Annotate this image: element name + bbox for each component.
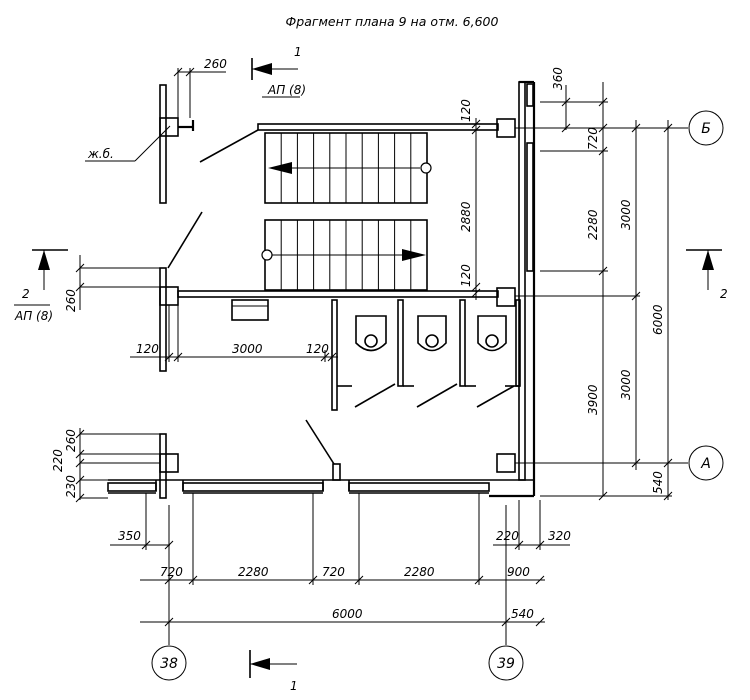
dim-left-bottom-230: 230 bbox=[64, 475, 78, 498]
upper-flight-start bbox=[420, 162, 432, 174]
dim-bottom-2280-b: 2280 bbox=[404, 565, 435, 579]
toilet-block bbox=[231, 299, 521, 481]
dim-left-bottom-220: 220 bbox=[51, 449, 65, 472]
basin bbox=[231, 299, 269, 321]
bottom-wall bbox=[107, 479, 534, 498]
column-a38 bbox=[159, 453, 179, 473]
section-left-number: 2 bbox=[22, 287, 30, 301]
stair-upper-flight bbox=[264, 132, 432, 204]
axis-marker-a: А bbox=[515, 445, 724, 481]
drawing-title: Фрагмент плана 9 на отм. 6,600 bbox=[286, 14, 499, 29]
dim-left-260: 260 bbox=[64, 289, 78, 312]
dim-right-3000-top: 3000 bbox=[619, 199, 633, 230]
section-mark-top: 1 АП (8) bbox=[251, 45, 306, 98]
axis-label-38: 38 bbox=[160, 656, 178, 672]
dim-bottom-6000: 6000 bbox=[332, 607, 363, 621]
dim-stair-120-top: 120 bbox=[459, 99, 473, 122]
right-outer-wall bbox=[518, 80, 536, 496]
axis-label-a: А bbox=[700, 456, 711, 472]
dim-stair-120-bottom: 120 bbox=[459, 264, 473, 287]
dim-bottom-720-b: 720 bbox=[322, 565, 345, 579]
dim-bottom-320: 320 bbox=[548, 529, 571, 543]
section-top-number: 1 bbox=[294, 45, 302, 59]
toilet-1 bbox=[355, 315, 387, 352]
dim-top-260: 260 bbox=[204, 57, 227, 71]
column-mid39 bbox=[496, 287, 516, 307]
dimension-lines bbox=[75, 67, 673, 627]
dim-mid-120-right: 120 bbox=[306, 342, 329, 356]
toilet-3 bbox=[477, 315, 507, 352]
dim-bottom-900: 900 bbox=[507, 565, 530, 579]
dim-bottom-540: 540 bbox=[511, 607, 534, 621]
axis-marker-b: Б bbox=[515, 110, 724, 146]
column-mid38 bbox=[159, 286, 179, 306]
dimension-labels: 260 360 720 2280 3000 3000 3900 6000 540… bbox=[51, 57, 665, 621]
stair-lower-flight bbox=[261, 219, 428, 291]
column-b39 bbox=[496, 118, 516, 138]
upper-flight-arrowhead bbox=[268, 162, 292, 174]
dim-stair-2880: 2880 bbox=[459, 201, 473, 232]
dim-right-3000-bottom: 3000 bbox=[619, 369, 633, 400]
dim-right-2280: 2280 bbox=[586, 209, 600, 240]
section-left-ref: АП (8) bbox=[14, 309, 53, 323]
section-mark-left: 2 АП (8) bbox=[14, 249, 68, 323]
dim-right-360: 360 bbox=[551, 67, 565, 90]
dim-mid-120-left: 120 bbox=[136, 342, 159, 356]
section-mark-bottom: 1 bbox=[249, 650, 298, 693]
section-right-number: 2 bbox=[720, 287, 728, 301]
dim-mid-3000: 3000 bbox=[232, 342, 263, 356]
section-mark-right: 2 bbox=[686, 249, 728, 301]
dim-right-540: 540 bbox=[651, 471, 665, 494]
axis-label-b: Б bbox=[701, 121, 711, 137]
dim-right-6000: 6000 bbox=[651, 304, 665, 335]
axis-label-39: 39 bbox=[497, 656, 515, 672]
dim-bottom-720-a: 720 bbox=[160, 565, 183, 579]
lower-flight-start bbox=[261, 249, 273, 261]
lower-flight-arrowhead bbox=[402, 249, 426, 261]
toilet-2 bbox=[417, 315, 447, 352]
material-note: ж.б. bbox=[87, 147, 114, 161]
dim-right-720: 720 bbox=[586, 127, 600, 150]
material-leader: ж.б. bbox=[85, 125, 171, 162]
dim-bottom-2280-a: 2280 bbox=[238, 565, 269, 579]
stair-core bbox=[167, 118, 516, 473]
section-bottom-number: 1 bbox=[290, 679, 298, 693]
axis-marker-38: 38 bbox=[151, 505, 187, 681]
section-top-ref: АП (8) bbox=[267, 83, 306, 97]
dim-left-bottom-260: 260 bbox=[64, 429, 78, 452]
column-a39 bbox=[496, 453, 516, 473]
dim-bottom-350: 350 bbox=[118, 529, 141, 543]
dim-bottom-220: 220 bbox=[496, 529, 519, 543]
dim-right-3900: 3900 bbox=[586, 384, 600, 415]
